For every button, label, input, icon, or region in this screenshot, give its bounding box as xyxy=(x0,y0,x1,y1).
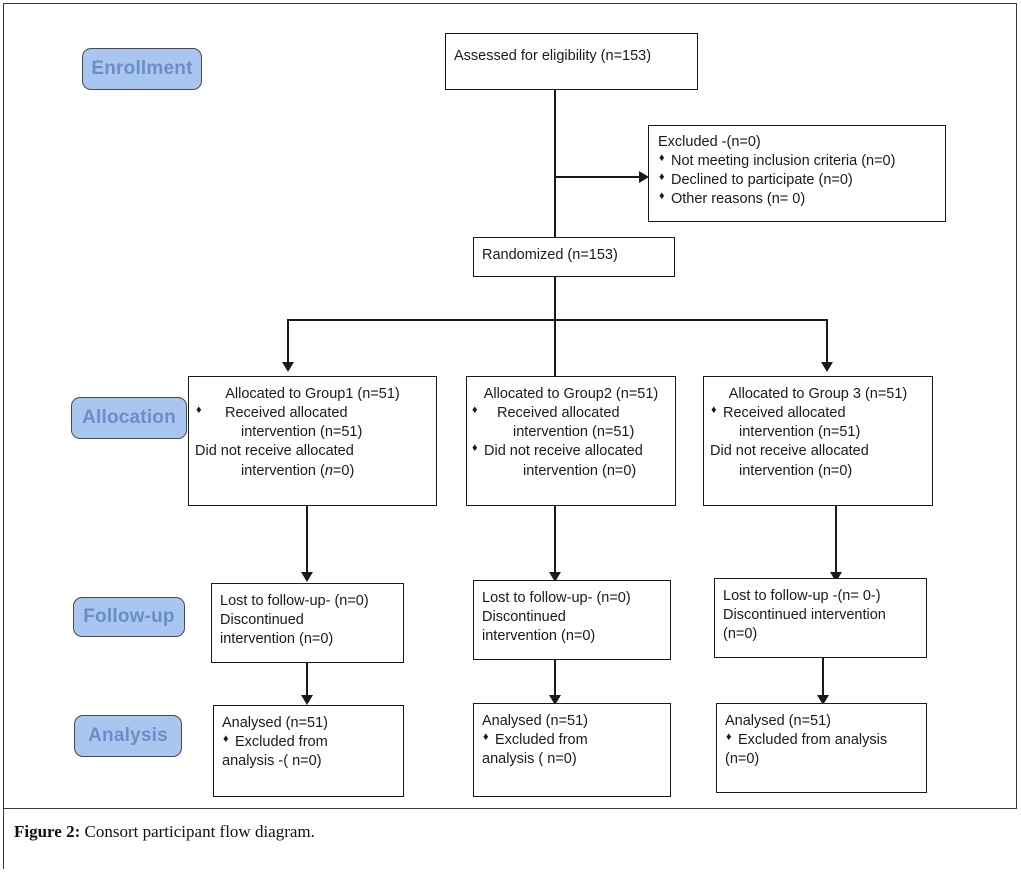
node-followup-group-1-line-3: intervention (n=0) xyxy=(220,631,334,648)
connector-assessed-to-excluded-line xyxy=(554,176,642,178)
connector-follow1-to-analysis1 xyxy=(306,663,308,699)
page-frame-right-border xyxy=(1016,3,1017,809)
node-allocated-group-1-plain-line-2-italic-n: n xyxy=(324,462,333,479)
node-allocated-group-3-title: Allocated to Group 3 (n=51) xyxy=(728,386,908,402)
connector-branch-right-drop xyxy=(826,319,828,366)
node-followup-group-3: Lost to follow-up -(n= 0-) Discontinued … xyxy=(714,578,927,658)
connector-follow3-to-analysis3 xyxy=(822,658,824,699)
node-assessed-for-eligibility: Assessed for eligibility (n=153) xyxy=(445,33,698,90)
connector-branch-left-arrowhead xyxy=(282,362,294,372)
connector-alloc3-to-follow3-arrowhead xyxy=(830,572,842,582)
node-followup-group-2: Lost to follow-up- (n=0) Discontinued in… xyxy=(473,580,671,660)
figure-caption-label: Figure 2: xyxy=(14,822,81,841)
node-allocated-group-1-plain-line-2-post: =0) xyxy=(332,462,355,479)
connector-follow2-to-analysis2 xyxy=(554,660,556,699)
node-analysis-group-2: Analysed (n=51) Excluded from analysis (… xyxy=(473,703,671,797)
connector-alloc1-to-follow1-arrowhead xyxy=(301,572,313,582)
node-excluded-bullet-1: Not meeting inclusion criteria (n=0) xyxy=(658,151,936,171)
node-allocated-group-1-title: Allocated to Group1 (n=51) xyxy=(225,386,400,402)
node-analysis-group-1-bullet-line-2: analysis -( n=0) xyxy=(222,753,322,770)
node-analysis-group-2-bullet-line-2: analysis ( n=0) xyxy=(482,751,577,768)
node-followup-group-1: Lost to follow-up- (n=0) Discontinued in… xyxy=(211,583,404,663)
node-allocated-group-2: Allocated to Group2 (n=51) Received allo… xyxy=(466,376,676,506)
node-allocated-group-1-plain-line-2-pre: intervention ( xyxy=(241,462,325,479)
connector-follow2-to-analysis2-arrowhead xyxy=(549,695,561,705)
node-analysis-group-3-bullet-line-1: Excluded from analysis xyxy=(725,730,918,750)
connector-follow1-to-analysis1-arrowhead xyxy=(301,695,313,705)
node-allocated-group-1-bullet-1-line-1: Received allocated xyxy=(195,403,430,423)
stage-label-followup: Follow-up xyxy=(73,597,185,637)
node-allocated-group-1-plain-line-2: intervention (n=0) xyxy=(195,462,430,481)
node-allocated-group-1: Allocated to Group1 (n=51) Received allo… xyxy=(188,376,437,506)
stage-label-enrollment-text: Enrollment xyxy=(91,58,193,79)
stage-label-followup-text: Follow-up xyxy=(83,606,175,627)
node-followup-group-3-line-2: Discontinued intervention xyxy=(723,607,886,624)
node-randomized: Randomized (n=153) xyxy=(473,237,675,277)
node-followup-group-3-line-1: Lost to follow-up -(n= 0-) xyxy=(723,588,881,604)
node-followup-group-2-line-3: intervention (n=0) xyxy=(482,628,596,645)
node-allocated-group-2-bullet-1-line-2: intervention (n=51) xyxy=(513,424,635,441)
node-followup-group-2-line-1: Lost to follow-up- (n=0) xyxy=(482,590,631,606)
stage-label-analysis: Analysis xyxy=(74,715,182,757)
node-followup-group-1-line-2: Discontinued xyxy=(220,612,304,629)
node-excluded-bullet-3: Other reasons (n= 0) xyxy=(658,189,936,209)
connector-alloc1-to-follow1 xyxy=(306,506,308,576)
figure-caption: Figure 2: Consort participant flow diagr… xyxy=(14,822,315,842)
node-allocated-group-3-plain-line-2: intervention (n=0) xyxy=(739,462,853,479)
figure-caption-text: Consort participant flow diagram. xyxy=(80,822,315,841)
node-assessed-line-1: Assessed for eligibility (n=153) xyxy=(454,48,652,64)
connector-alloc2-to-follow2-arrowhead xyxy=(549,572,561,582)
node-allocated-group-1-plain-line-1: Did not receive allocated xyxy=(195,443,354,460)
stage-label-enrollment: Enrollment xyxy=(82,48,202,90)
connector-follow3-to-analysis3-arrowhead xyxy=(817,695,829,705)
stage-label-allocation: Allocation xyxy=(71,397,187,439)
connector-branch-right-arrowhead xyxy=(821,362,833,372)
node-analysis-group-1-bullet-line-1: Excluded from xyxy=(222,732,395,752)
page-frame-left-border xyxy=(3,3,4,869)
node-analysis-group-1-title: Analysed (n=51) xyxy=(222,715,328,731)
node-analysis-group-2-bullet-line-1: Excluded from xyxy=(482,730,662,750)
node-allocated-group-3-plain-line-1: Did not receive allocated xyxy=(710,443,869,460)
node-allocated-group-2-bullet-2-line-1: Did not receive allocated xyxy=(471,441,671,461)
node-analysis-group-3-bullet-line-2: (n=0) xyxy=(725,751,760,768)
node-allocated-group-2-bullet-1-line-1: Received allocated xyxy=(471,403,671,423)
connector-alloc3-to-follow3 xyxy=(835,506,837,576)
node-excluded-title: Excluded -(n=0) xyxy=(658,134,761,150)
node-analysis-group-1: Analysed (n=51) Excluded from analysis -… xyxy=(213,705,404,797)
page-frame-top-border xyxy=(3,3,1017,4)
node-followup-group-2-line-2: Discontinued xyxy=(482,609,566,626)
page-frame-bottom-border xyxy=(3,808,1017,809)
node-analysis-group-3: Analysed (n=51) Excluded from analysis (… xyxy=(716,703,927,793)
connector-randomized-stem xyxy=(554,277,556,376)
node-allocated-group-3-bullet-1-line-1: Received allocated xyxy=(710,403,926,423)
node-allocated-group-1-bullet-1-line-2: intervention (n=51) xyxy=(241,424,363,441)
node-allocated-group-2-bullet-2-line-2: intervention (n=0) xyxy=(523,462,637,479)
node-allocated-group-3-bullet-1-line-2: intervention (n=51) xyxy=(739,424,861,441)
node-followup-group-3-line-3: (n=0) xyxy=(723,626,758,643)
node-analysis-group-3-title: Analysed (n=51) xyxy=(725,713,831,729)
connector-randomized-branch-bar xyxy=(287,319,827,321)
stage-label-analysis-text: Analysis xyxy=(88,725,168,746)
node-allocated-group-2-title: Allocated to Group2 (n=51) xyxy=(483,386,659,402)
node-randomized-line-1: Randomized (n=153) xyxy=(482,247,618,263)
connector-assessed-to-randomized xyxy=(554,90,556,237)
connector-assessed-to-excluded-arrowhead xyxy=(639,171,649,183)
node-followup-group-1-line-1: Lost to follow-up- (n=0) xyxy=(220,593,369,609)
node-analysis-group-2-title: Analysed (n=51) xyxy=(482,713,588,729)
connector-alloc2-to-follow2 xyxy=(554,506,556,576)
node-excluded: Excluded -(n=0) Not meeting inclusion cr… xyxy=(648,125,946,222)
connector-branch-left-drop xyxy=(287,319,289,366)
node-excluded-bullet-2: Declined to participate (n=0) xyxy=(658,170,936,190)
node-allocated-group-3: Allocated to Group 3 (n=51) Received all… xyxy=(703,376,933,506)
stage-label-allocation-text: Allocation xyxy=(82,407,176,428)
